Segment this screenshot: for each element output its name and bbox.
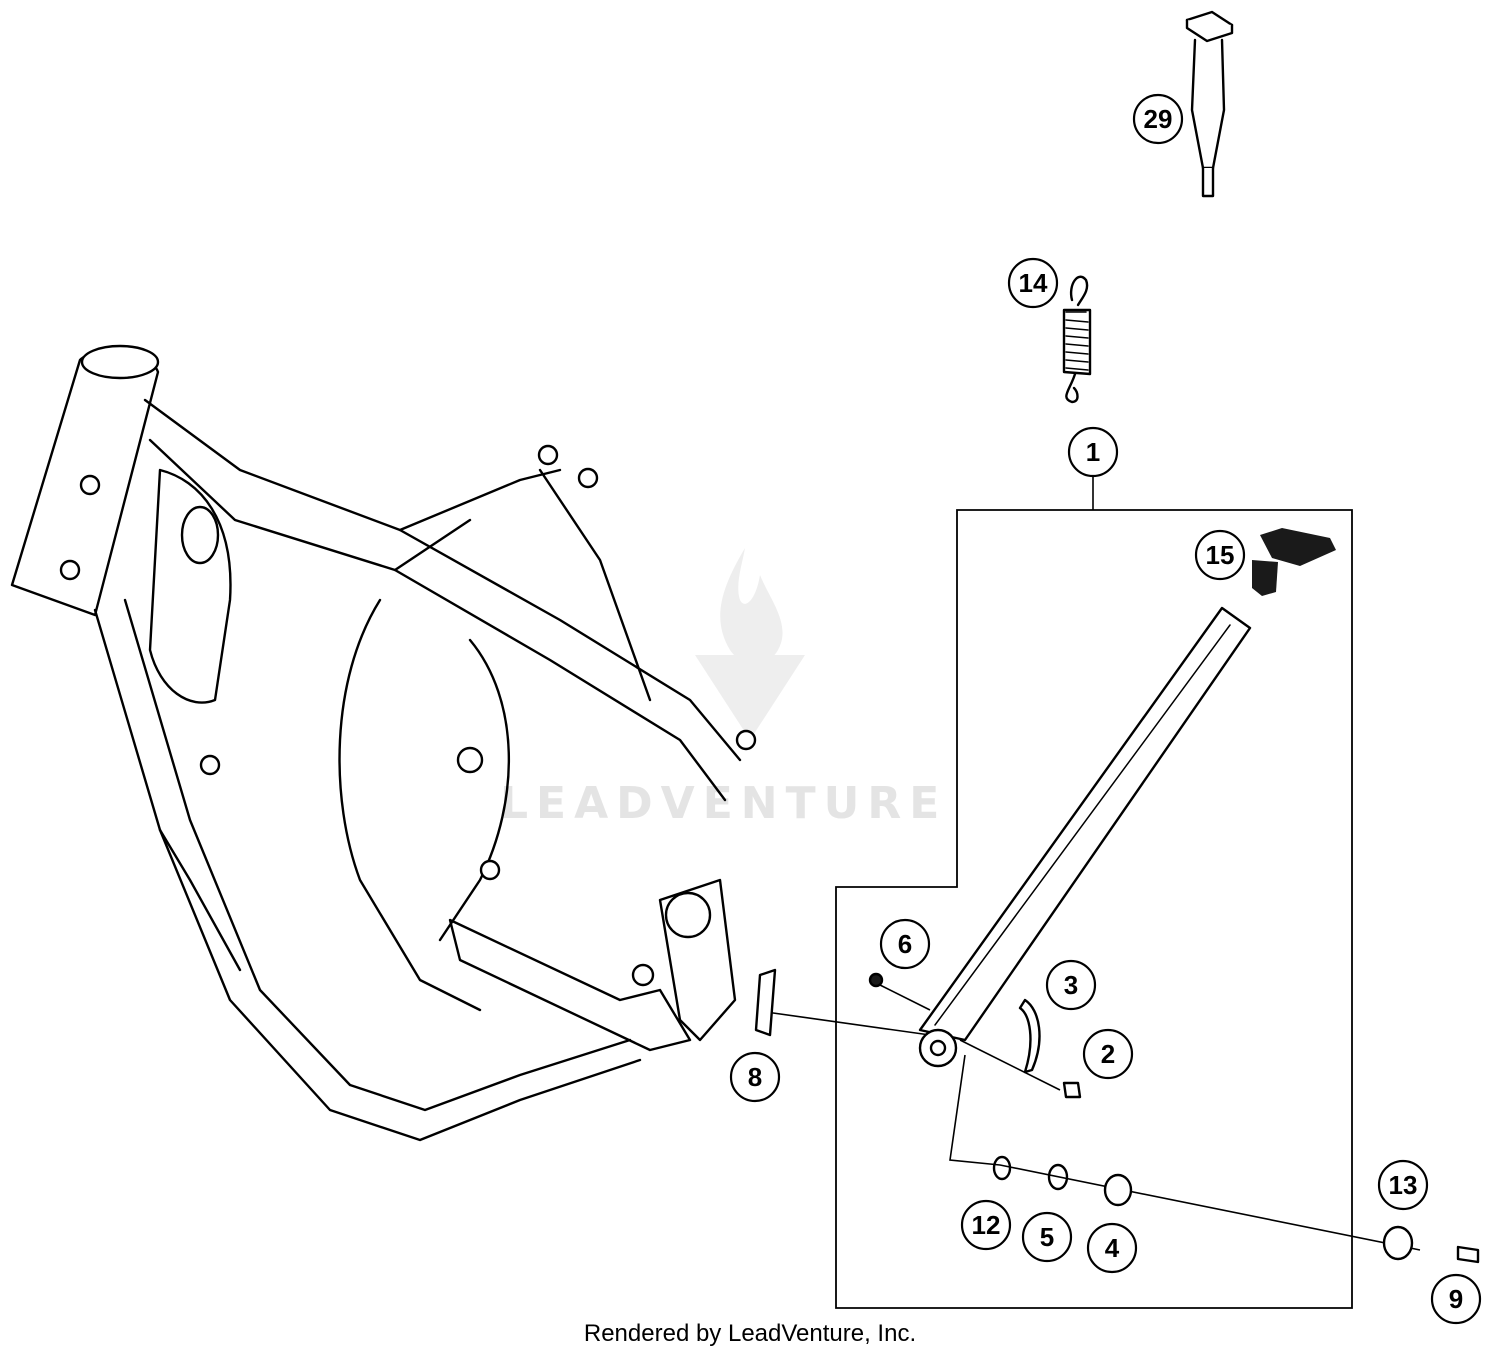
part-29-tool	[1185, 10, 1234, 198]
tool-shaft	[1201, 166, 1215, 198]
callout-5: 5	[1021, 1211, 1073, 1263]
watermark: LEADVENTURE	[500, 548, 947, 829]
callout-label: 4	[1105, 1233, 1120, 1263]
part-6-ball	[868, 972, 884, 988]
frame-top-tube-lower	[148, 438, 472, 572]
part-13-nut	[1382, 1225, 1414, 1261]
frame-rear-rail-lower	[393, 568, 727, 802]
stopper-plug	[1252, 560, 1278, 596]
frame-cradle-rear	[438, 638, 511, 942]
frame-boss	[631, 963, 655, 987]
leader-8	[765, 1011, 931, 1036]
footer-credit: Rendered by LeadVenture, Inc.	[583, 1320, 917, 1347]
frame-cradle-front	[338, 598, 482, 1012]
spring-hook-bottom	[1065, 372, 1079, 404]
frame-gusset-hole	[180, 505, 220, 565]
frame-boss	[479, 859, 501, 881]
spring-coils	[1065, 311, 1089, 371]
part-14-spring	[1062, 275, 1092, 404]
callout-6: 6	[879, 918, 931, 970]
part-8-pin	[754, 968, 777, 1037]
callout-label: 8	[748, 1062, 762, 1092]
watermark-v-icon	[695, 655, 805, 740]
leader-pivot-axis	[949, 1054, 1421, 1251]
frame-down-tube-inner	[123, 598, 632, 1112]
callout-label: 15	[1206, 540, 1235, 570]
callout-label: 5	[1040, 1222, 1054, 1252]
callout-label: 13	[1389, 1170, 1418, 1200]
part-12-circlip	[992, 1155, 1012, 1181]
frame-boss	[537, 444, 559, 466]
frame-boss	[59, 559, 81, 581]
part-4-bushing	[1103, 1173, 1133, 1207]
callout-13: 13	[1377, 1159, 1429, 1211]
assembly-group-box	[835, 509, 1353, 1309]
callout-label: 29	[1144, 104, 1173, 134]
watermark-text: LEADVENTURE	[500, 778, 947, 829]
callout-label: 3	[1064, 970, 1078, 1000]
frame-boss	[735, 729, 757, 751]
leader-2	[959, 1039, 1061, 1091]
frame-boss	[199, 754, 221, 776]
frame-pivot-bore	[664, 891, 712, 939]
callout-1: 1	[1067, 426, 1119, 478]
steering-head-top	[80, 344, 160, 380]
callout-label: 14	[1019, 268, 1048, 298]
tool-loop	[1190, 38, 1226, 170]
callout-3: 3	[1045, 959, 1097, 1011]
watermark-flame-icon	[720, 548, 783, 664]
part-3-spring-bracket	[1018, 998, 1041, 1074]
stand-leg-rib	[934, 624, 1231, 1026]
callout-label: 6	[898, 929, 912, 959]
spring-hook-top	[1069, 275, 1089, 307]
small-parts	[754, 968, 1480, 1264]
frame-boss	[456, 746, 484, 774]
callout-12: 12	[960, 1199, 1012, 1251]
callout-15: 15	[1194, 529, 1246, 581]
callout-label: 2	[1101, 1039, 1115, 1069]
frame-boss	[577, 467, 599, 489]
stopper-pad	[1260, 528, 1336, 566]
callout-14: 14	[1007, 257, 1059, 309]
callout-2: 2	[1082, 1028, 1134, 1080]
motorcycle-frame	[10, 344, 757, 1142]
stand-leg	[918, 606, 1252, 1042]
callout-9: 9	[1430, 1273, 1482, 1325]
callout-label: 9	[1449, 1284, 1463, 1314]
frame-lower-brace	[158, 828, 242, 972]
frame-rear-rail-upper	[398, 528, 742, 762]
part-5-washer	[1047, 1163, 1069, 1191]
frame-pivot-crossmember	[448, 918, 692, 1052]
callout-29: 29	[1132, 93, 1184, 145]
frame-boss	[79, 474, 101, 496]
stand-pivot-hole	[929, 1039, 947, 1057]
frame-side-rail	[538, 468, 652, 702]
part-1-side-stand	[918, 606, 1252, 1068]
part-15-rubber-stopper	[1252, 528, 1336, 596]
part-9-bolt	[1456, 1245, 1480, 1264]
tool-handle-side	[1185, 18, 1234, 43]
callout-label: 1	[1086, 437, 1100, 467]
leader-lines	[765, 476, 1421, 1251]
callout-4: 4	[1086, 1222, 1138, 1274]
callout-8: 8	[729, 1051, 781, 1103]
callout-label: 12	[972, 1210, 1001, 1240]
spring-body	[1062, 308, 1092, 376]
leader-6	[879, 984, 931, 1011]
part-2-screw	[1062, 1081, 1082, 1099]
